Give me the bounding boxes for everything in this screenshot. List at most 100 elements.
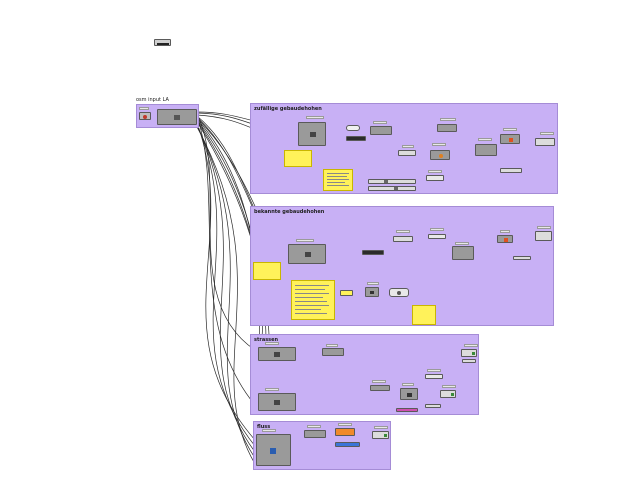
orange-icon — [439, 154, 443, 158]
node-label — [464, 344, 478, 347]
node-label — [427, 369, 441, 372]
text-line — [295, 297, 323, 298]
green-icon — [472, 352, 475, 355]
extrude-node[interactable] — [288, 244, 326, 264]
black-param-node[interactable] — [346, 136, 366, 141]
blue-param-node[interactable] — [335, 442, 360, 447]
group-osm-input[interactable] — [136, 104, 199, 128]
output-node[interactable] — [535, 231, 552, 241]
node-label — [430, 228, 444, 231]
toggle-icon — [397, 291, 401, 295]
component-icon — [274, 352, 280, 357]
osm-import-node[interactable] — [157, 109, 197, 125]
output-node[interactable] — [440, 390, 456, 398]
group-title: strassen — [254, 337, 279, 343]
slider-node[interactable] — [393, 236, 413, 242]
move-node[interactable] — [475, 144, 497, 156]
output-node[interactable] — [535, 138, 555, 146]
slider-node[interactable] — [398, 150, 416, 156]
node-label — [432, 143, 446, 146]
text-line — [327, 179, 349, 180]
note-panel[interactable] — [284, 150, 312, 167]
node-label — [540, 132, 554, 135]
slider-handle[interactable] — [384, 180, 388, 183]
param-node[interactable] — [370, 385, 390, 391]
compute-node[interactable] — [452, 246, 474, 260]
number-node[interactable] — [426, 175, 444, 181]
node-label — [372, 380, 386, 383]
group-title: zufällige gebaudehohen — [254, 106, 322, 112]
component-icon — [370, 291, 374, 294]
node-label — [367, 282, 379, 285]
file-path-node[interactable] — [139, 112, 151, 120]
output-node[interactable] — [461, 349, 477, 357]
offset-node[interactable] — [322, 348, 344, 356]
node-label — [500, 230, 510, 233]
node-label — [296, 239, 314, 242]
slider-node[interactable] — [368, 179, 416, 184]
multiply-node[interactable] — [430, 150, 450, 160]
curve-node[interactable] — [258, 393, 296, 411]
node-label — [306, 116, 324, 119]
component-icon — [274, 400, 280, 405]
text-line — [327, 185, 349, 186]
shift-node[interactable] — [400, 388, 418, 400]
curve-node[interactable] — [258, 347, 296, 361]
panel-node[interactable] — [365, 287, 379, 297]
construct-node[interactable] — [500, 134, 520, 144]
param-node[interactable] — [340, 290, 353, 296]
text-line — [327, 182, 345, 183]
node-label — [402, 383, 414, 386]
note-panel[interactable] — [253, 262, 281, 280]
panel-node[interactable] — [154, 39, 171, 46]
slider-node[interactable] — [368, 186, 416, 191]
text-line — [295, 285, 329, 286]
extrude-node[interactable] — [298, 122, 326, 146]
text-line — [327, 176, 347, 177]
slider-node[interactable] — [500, 168, 522, 173]
node-label — [455, 242, 469, 245]
group-zufaellige-gebaudehohen[interactable]: zufällige gebaudehohen — [250, 103, 558, 194]
red-icon — [504, 238, 508, 242]
magenta-param-node[interactable] — [396, 408, 418, 412]
number-node[interactable] — [425, 374, 443, 379]
join-node[interactable] — [304, 430, 326, 438]
text-line — [295, 305, 329, 306]
component-icon — [174, 115, 180, 120]
node-label — [440, 118, 456, 121]
blue-icon — [270, 448, 276, 454]
node-label — [402, 145, 414, 148]
component-icon — [305, 252, 311, 257]
output-node[interactable] — [372, 431, 389, 439]
note-panel[interactable] — [323, 169, 353, 191]
multiply-node[interactable] — [497, 235, 513, 243]
panel-bar — [157, 43, 169, 45]
black-param-node[interactable] — [362, 250, 384, 255]
toggle-node[interactable] — [346, 125, 360, 131]
node-label — [374, 426, 388, 429]
orange-node[interactable] — [335, 428, 355, 436]
slider-node[interactable] — [513, 256, 531, 260]
slider-node[interactable] — [425, 404, 441, 408]
text-line — [295, 301, 327, 302]
node-label — [503, 128, 517, 131]
note-panel[interactable] — [291, 280, 335, 320]
text-line — [295, 293, 329, 294]
random-node[interactable] — [370, 126, 392, 135]
curve-node[interactable] — [256, 434, 291, 466]
node-label — [262, 429, 276, 432]
text-line — [295, 309, 321, 310]
toggle-node[interactable] — [389, 288, 409, 297]
node-label — [478, 138, 492, 141]
green-icon — [451, 393, 454, 396]
number-node[interactable] — [428, 234, 446, 239]
component-icon — [310, 132, 316, 137]
note-panel[interactable] — [412, 305, 436, 325]
text-line — [327, 173, 349, 174]
slider-handle[interactable] — [394, 187, 398, 190]
red-icon — [509, 138, 513, 142]
group-title: fluss — [257, 424, 271, 430]
component-icon — [407, 393, 412, 397]
series-node[interactable] — [437, 124, 457, 132]
slider-node[interactable] — [462, 359, 476, 363]
